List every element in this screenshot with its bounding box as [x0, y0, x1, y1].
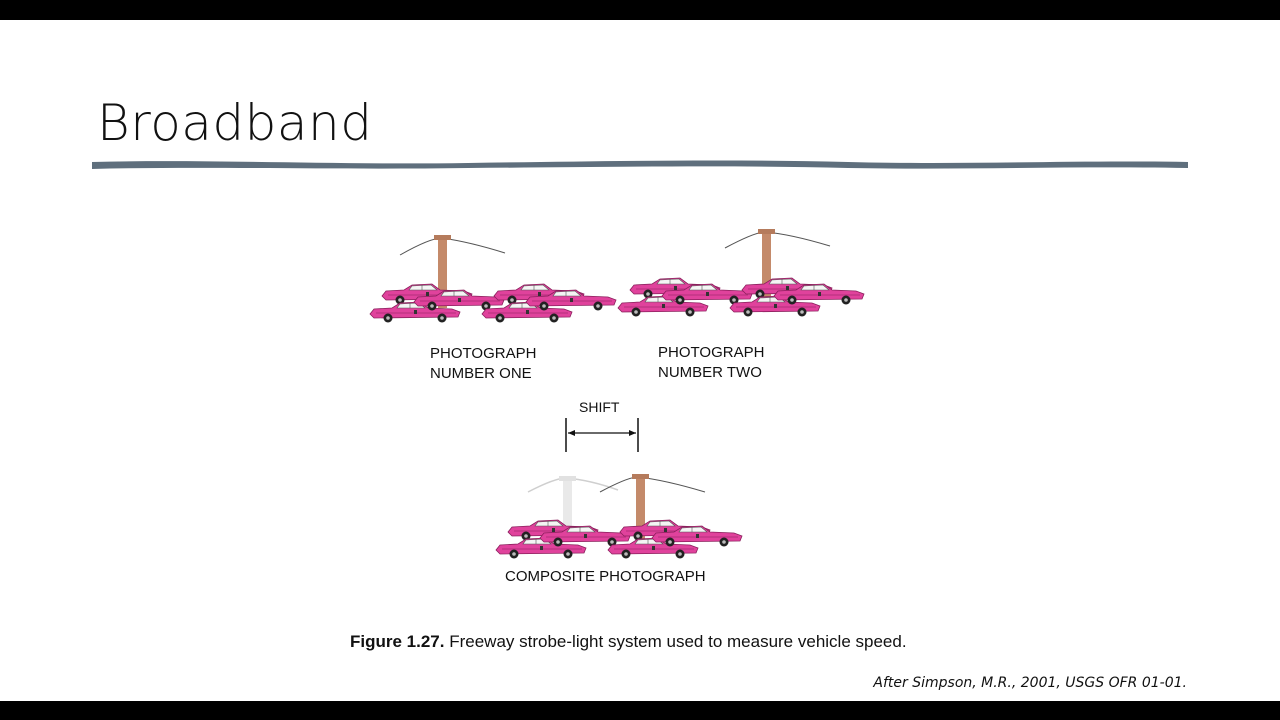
shift-label: SHIFT [579, 399, 620, 415]
figure-caption: Figure 1.27. Freeway strobe-light system… [350, 630, 910, 653]
slide: Broadband [0, 20, 1280, 701]
photograph-two-label: PHOTOGRAPH NUMBER TWO [658, 343, 764, 383]
composite-photograph [496, 474, 742, 559]
slide-title: Broadband [97, 94, 373, 152]
photograph-one-label-line2: NUMBER ONE [430, 365, 532, 382]
photograph-one [370, 235, 616, 323]
ghost-pole-icon [563, 478, 572, 540]
photograph-two-label-line1: PHOTOGRAPH [658, 344, 765, 361]
source-credit: After Simpson, M.R., 2001, USGS OFR 01-0… [873, 675, 1187, 691]
composite-photograph-label: COMPOSITE PHOTOGRAPH [505, 568, 706, 585]
figure-number: Figure 1.27. [350, 632, 445, 651]
strobe-figure [360, 229, 880, 620]
photograph-two [618, 229, 864, 317]
shift-marker [565, 418, 639, 452]
utility-pole-icon [636, 477, 645, 541]
title-underline [92, 160, 1188, 169]
utility-pole-icon [762, 232, 771, 306]
figure-caption-text: Freeway strobe-light system used to meas… [449, 632, 907, 651]
photograph-one-label-line1: PHOTOGRAPH [430, 345, 537, 362]
utility-pole-icon [438, 238, 447, 308]
photograph-one-label: PHOTOGRAPH NUMBER ONE [430, 344, 536, 384]
photograph-two-label-line2: NUMBER TWO [658, 364, 762, 381]
